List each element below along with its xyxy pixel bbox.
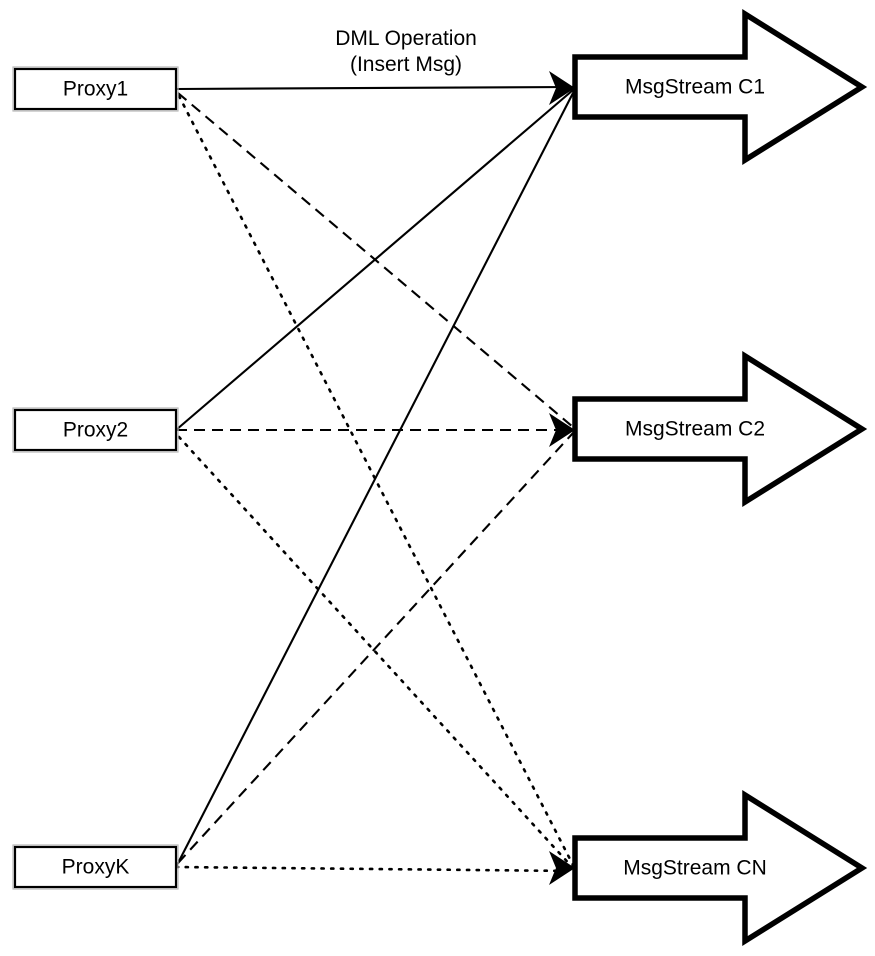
proxy-label: Proxy1 (63, 78, 128, 101)
dml-operation-label: DML Operation (Insert Msg) (335, 27, 477, 76)
msgstream-arrow-shape (572, 9, 868, 165)
dml-operation-label-line2: (Insert Msg) (350, 53, 462, 76)
heads-layer (549, 71, 575, 885)
msgstream-node-stream_c2[interactable]: MsgStream C2 (572, 351, 868, 507)
proxy-box-outline (12, 407, 179, 453)
proxy-box-rect (13, 845, 178, 889)
proxy-node-proxy2[interactable]: Proxy2 (12, 407, 179, 453)
link-pk-c2 (177, 432, 574, 864)
msgstream-node-stream_c1[interactable]: MsgStream C1 (572, 9, 868, 165)
link-p1-cn (177, 94, 575, 867)
streams-layer: MsgStream C1 MsgStream C2 MsgStream CN (572, 9, 868, 946)
proxy-label: Proxy2 (63, 419, 128, 442)
msgstream-label: MsgStream C2 (625, 418, 765, 441)
msgstream-arrow-shape (572, 351, 868, 507)
link-p1-c2 (177, 92, 574, 428)
proxy-node-proxy1[interactable]: Proxy1 (12, 66, 179, 112)
link-p1-c1 (175, 85, 574, 91)
link-p2-cn (177, 435, 575, 870)
msgstream-label: MsgStream C1 (625, 76, 765, 99)
proxy-node-proxyK[interactable]: ProxyK (12, 844, 179, 890)
arrowhead-head_c2 (549, 413, 575, 447)
proxy-label: ProxyK (62, 856, 130, 879)
msgstream-node-stream_cn[interactable]: MsgStream CN (572, 790, 868, 946)
proxy-box-rect (13, 67, 178, 111)
proxy-box-outline (12, 66, 179, 112)
link-pk-cn (174, 865, 575, 873)
links-layer (174, 85, 575, 873)
link-pk-c1 (175, 92, 574, 868)
msgstream-arrow-shape (572, 790, 868, 946)
dml-operation-label-line1: DML Operation (335, 27, 477, 50)
arrowhead-head_c1 (549, 71, 575, 105)
msgstream-label: MsgStream CN (623, 857, 767, 880)
proxy-box-rect (13, 408, 178, 452)
arrowhead-head_cn (549, 851, 575, 885)
proxy-box-outline (12, 844, 179, 890)
